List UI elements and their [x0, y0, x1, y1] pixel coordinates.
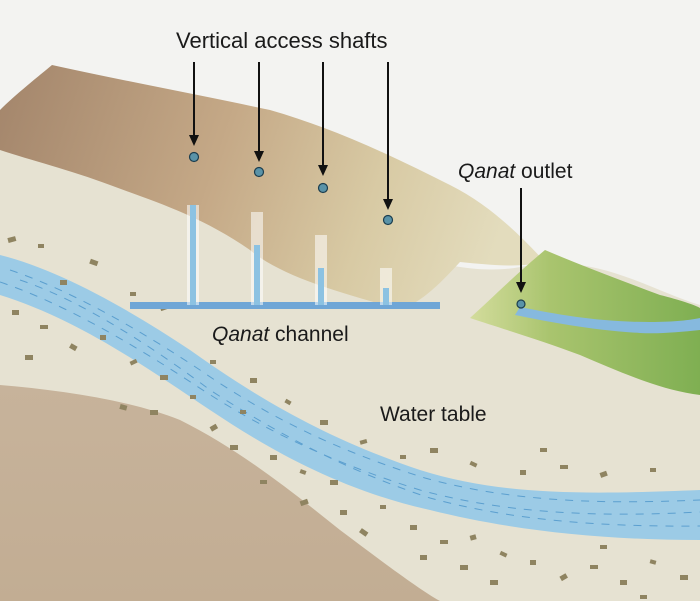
label-qanat-channel-em: Qanat [212, 323, 270, 346]
vertical-shafts [187, 205, 392, 305]
shaft-marker-4 [382, 214, 394, 226]
label-vertical-shafts: Vertical access shafts [176, 28, 388, 53]
label-qanat-channel-rest: channel [269, 323, 348, 346]
shaft-marker-2 [253, 166, 265, 178]
pebbles [7, 236, 688, 599]
label-qanat-channel: Qanat channel [212, 323, 349, 346]
hill-layer [0, 65, 545, 309]
shaft-marker-1 [188, 151, 200, 163]
qanat-channel [130, 302, 440, 309]
pointer-arrows [193, 62, 522, 283]
aquifer-band [0, 255, 700, 540]
label-qanat-outlet-em: Qanat [458, 160, 516, 183]
shaft-marker-3 [317, 182, 329, 194]
outlet-marker [516, 299, 526, 309]
arrowheads [189, 135, 526, 293]
label-qanat-outlet: Qanat outlet [458, 160, 573, 183]
shaft-2 [251, 212, 263, 305]
outlet-stream [515, 307, 700, 334]
shaft-markers [188, 151, 526, 309]
bedrock-layer [0, 385, 440, 601]
aquifer-ripples [0, 269, 700, 527]
shaft-3 [315, 235, 327, 305]
shaft-1 [187, 205, 199, 305]
shaft-4 [380, 268, 392, 305]
label-qanat-outlet-rest: outlet [515, 160, 572, 183]
label-water-table: Water table [380, 403, 487, 426]
